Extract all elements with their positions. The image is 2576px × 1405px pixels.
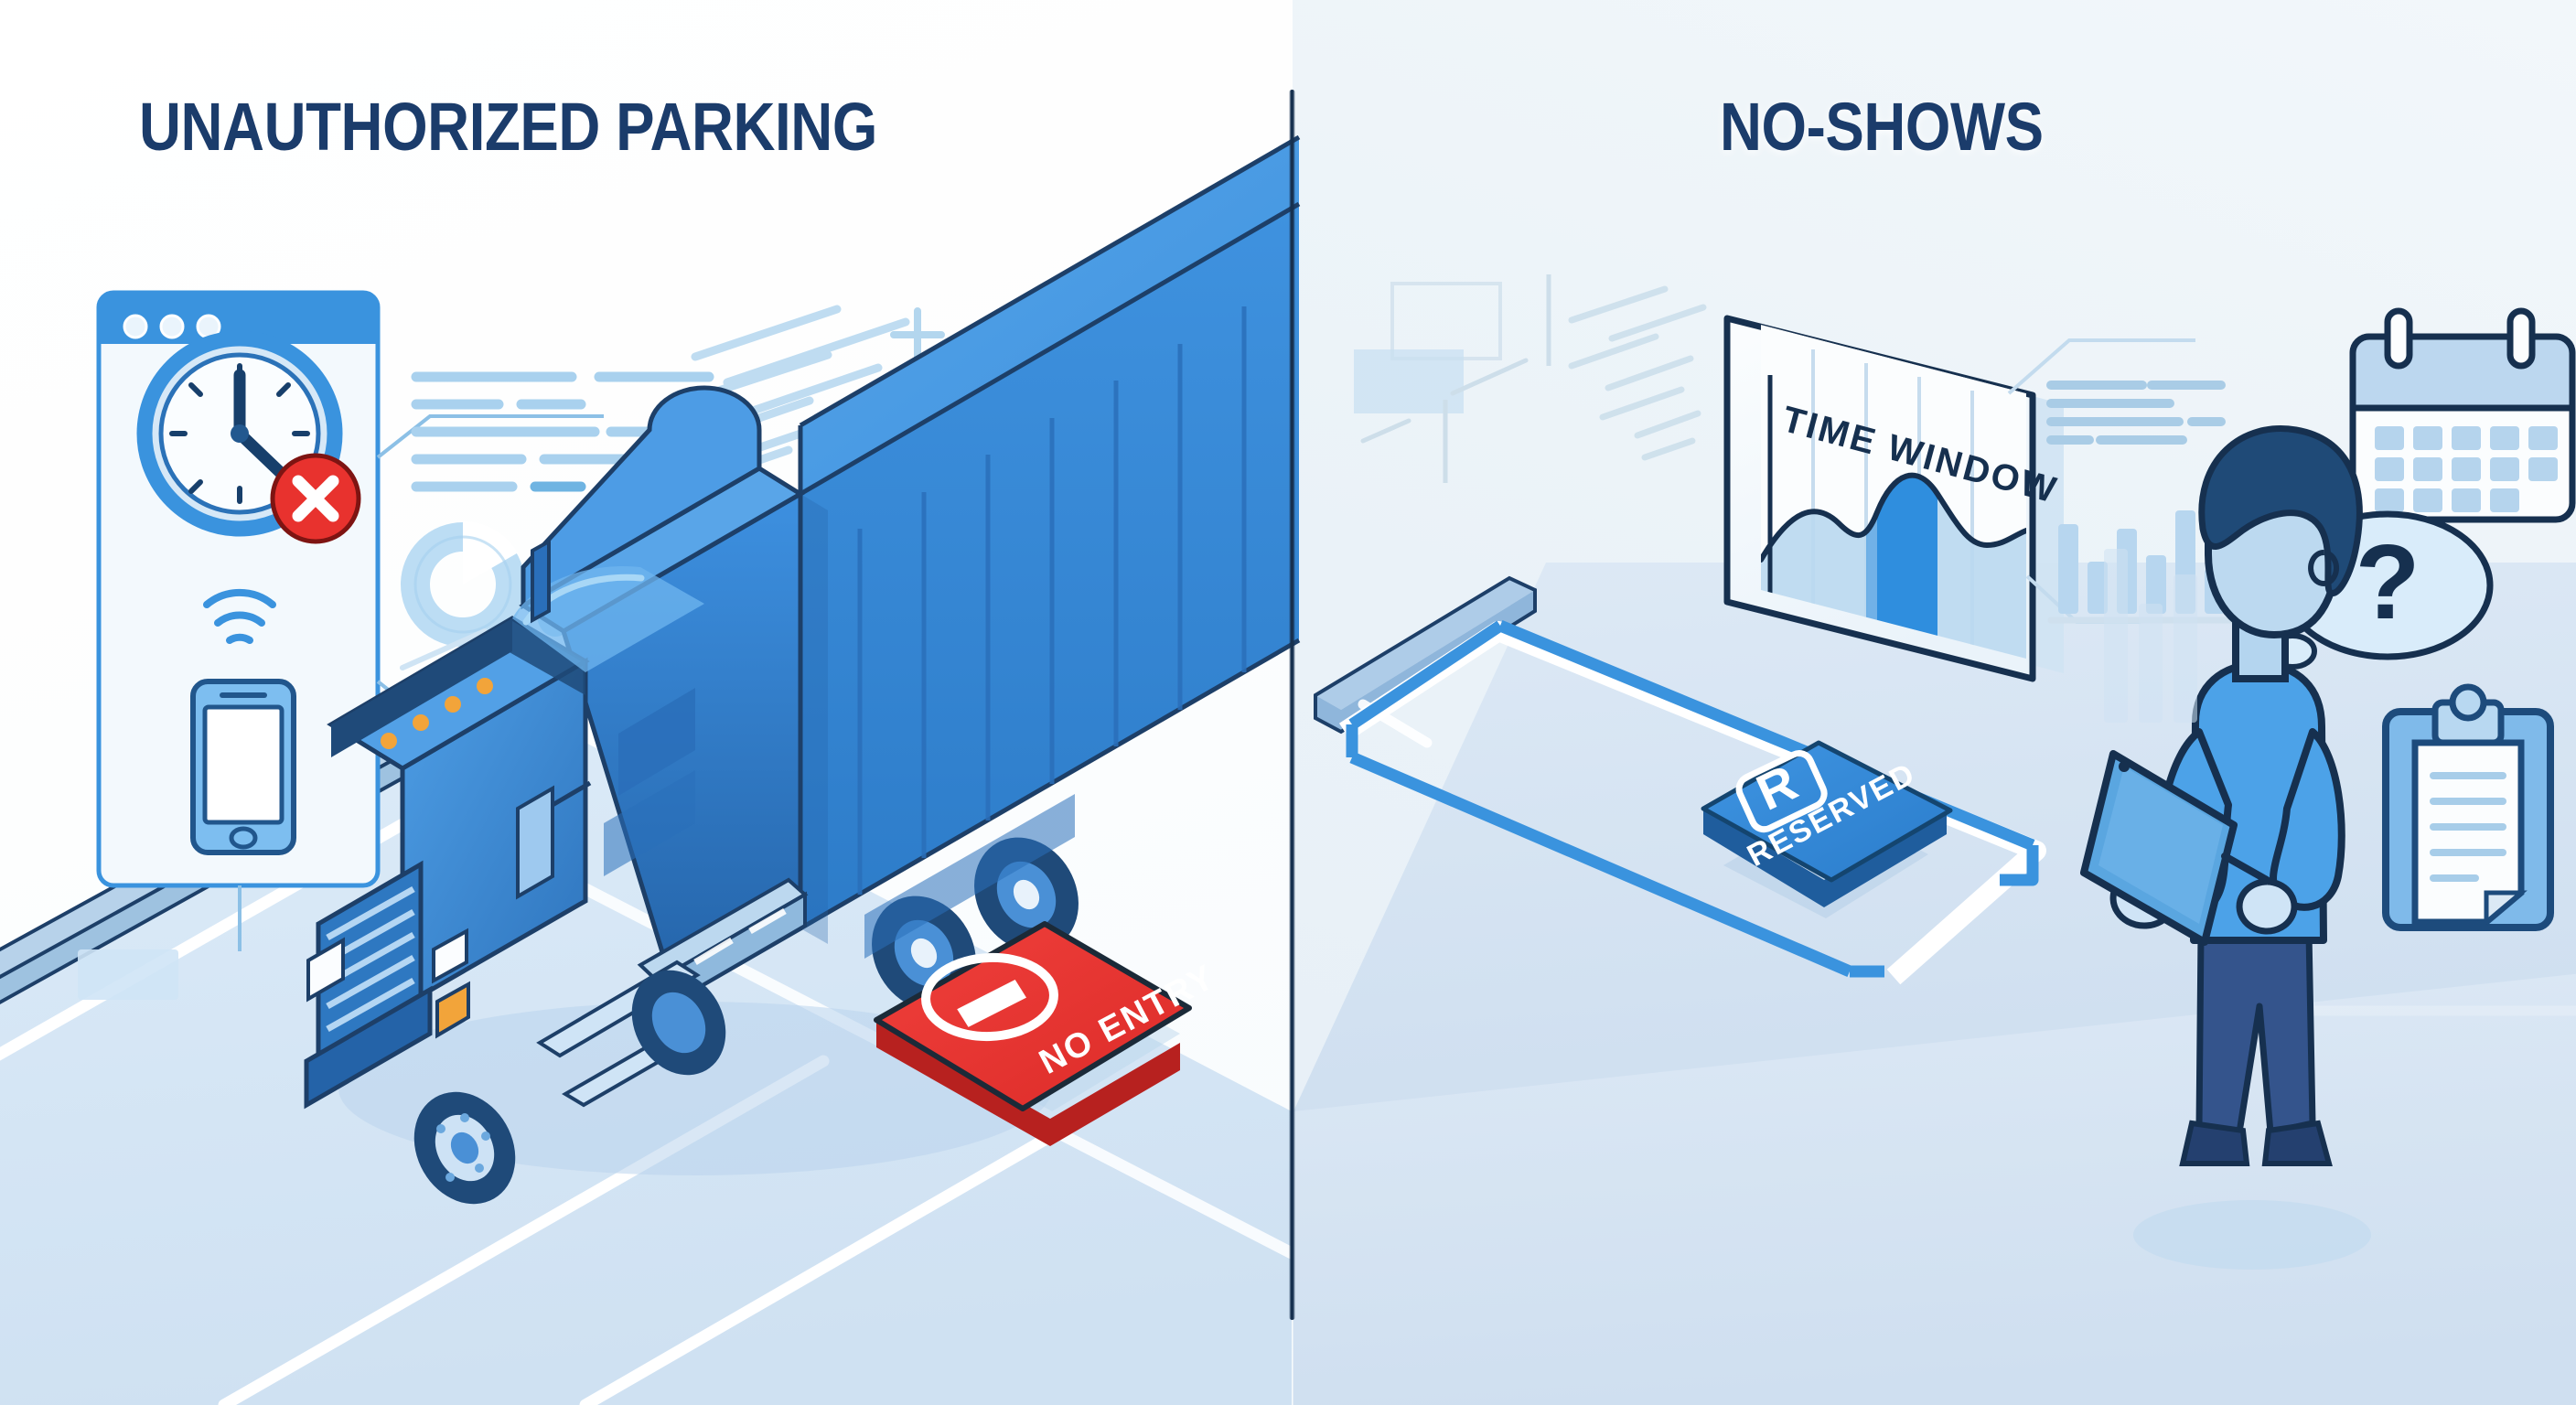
right-ground-plane — [1293, 563, 2576, 1405]
window-dot[interactable] — [123, 314, 221, 339]
truck-cab — [304, 385, 809, 1110]
panel-divider — [1289, 90, 1295, 1320]
browser-window-card[interactable] — [96, 290, 381, 888]
semi-truck[interactable] — [304, 134, 1301, 1222]
person-hair — [2198, 425, 2363, 596]
reserved-floor-sign[interactable]: R RESERVED — [1701, 740, 1953, 918]
time-window-chart-panel[interactable]: TIME WINDOW — [1723, 315, 2064, 682]
truck-cab-wheels — [413, 970, 726, 1205]
clipboard-line — [2430, 772, 2506, 882]
wifi-signal-icon — [203, 588, 276, 644]
bar-chart-decoration-behind-person — [2104, 549, 2197, 723]
small-square-decoration-left — [78, 949, 178, 1000]
smartphone-icon[interactable] — [190, 679, 296, 855]
clock-icon — [136, 330, 343, 537]
truck-trailer-wheels — [864, 794, 1079, 1011]
person-right-hand — [2236, 878, 2298, 935]
error-x-badge — [270, 453, 361, 544]
clipboard-icon[interactable] — [2382, 683, 2554, 931]
tablet-icon[interactable] — [2080, 750, 2238, 946]
empty-reserved-stall-outline — [1338, 619, 2046, 985]
calendar-icon[interactable] — [2349, 307, 2576, 523]
person-right-arm — [2270, 728, 2345, 911]
question-mark-glyph: ? — [2356, 522, 2420, 641]
right-panel-title: NO-SHOWS — [1720, 89, 2044, 165]
calendar-cell — [2375, 426, 2558, 512]
operator-with-tablet[interactable] — [2080, 425, 2371, 1270]
left-panel-title: UNAUTHORIZED PARKING — [139, 89, 877, 165]
decorative-shapes-right — [1354, 274, 1707, 483]
truck-trailer — [798, 134, 1301, 944]
placeholder-text-lines-right — [2046, 381, 2226, 445]
